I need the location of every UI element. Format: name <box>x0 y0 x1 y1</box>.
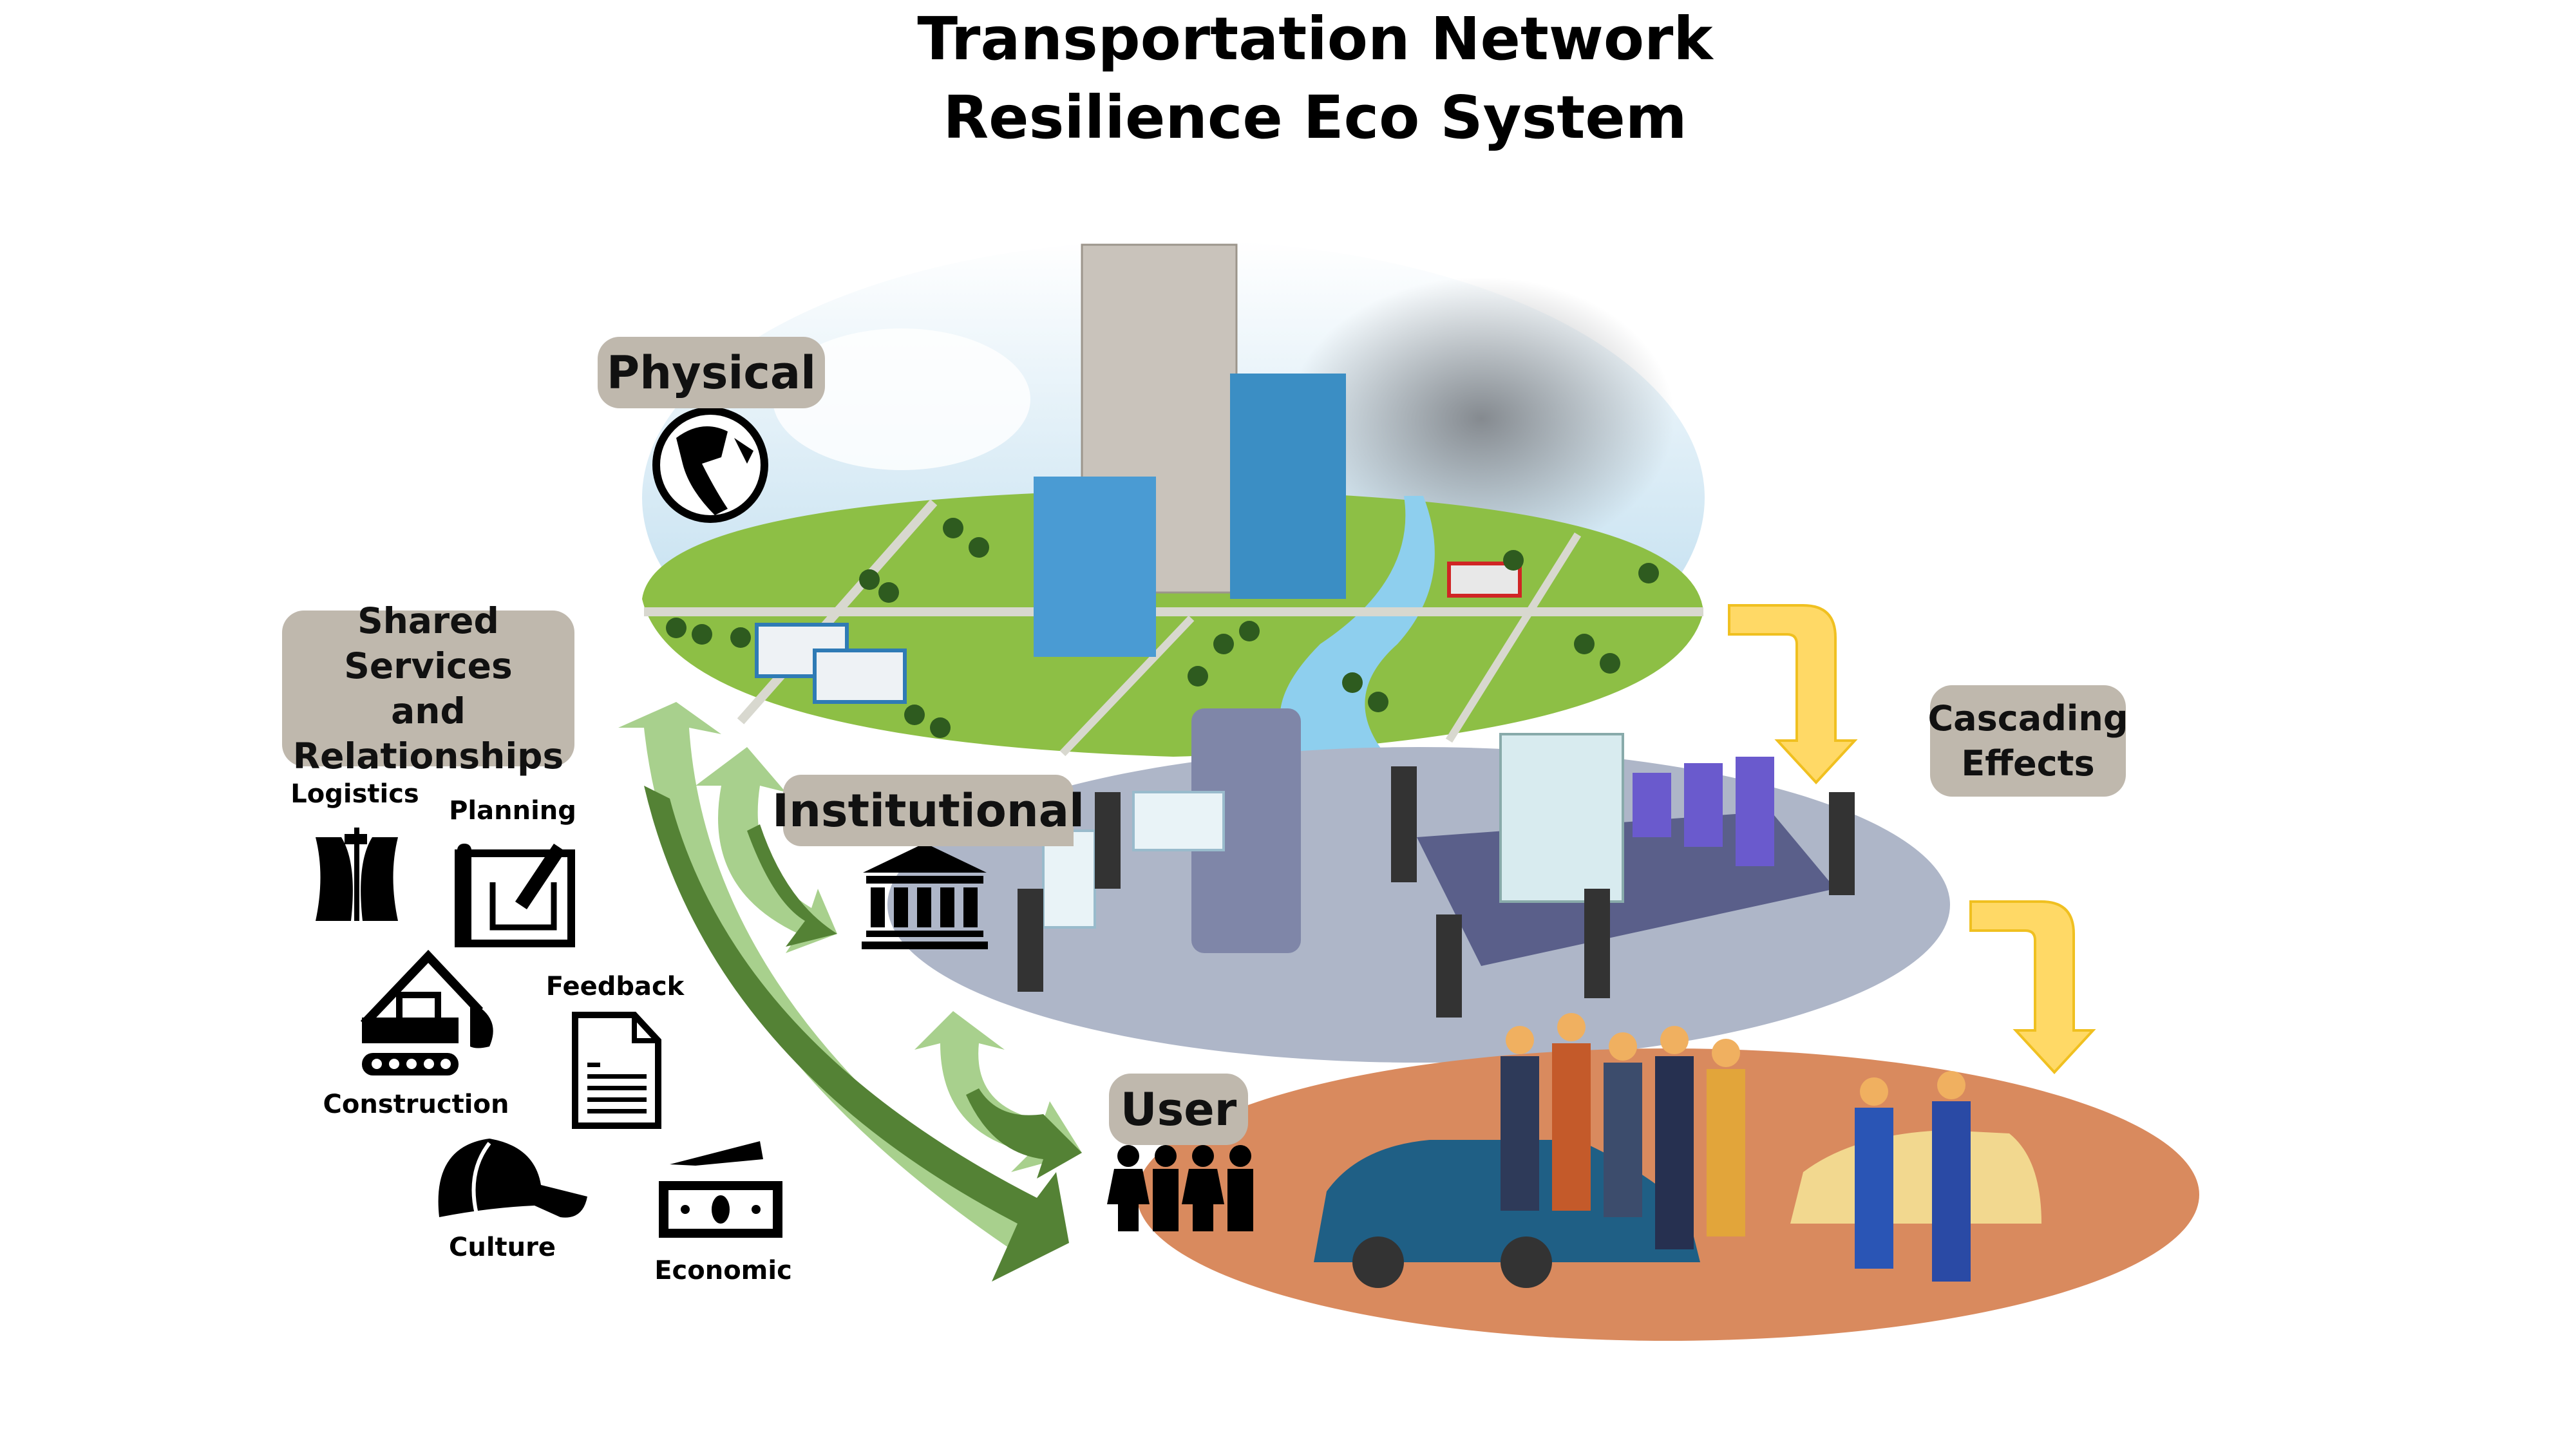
diagram-title: Transportation Network Resilience Eco Sy… <box>0 0 2576 157</box>
bar-chart-graphic <box>1633 757 1774 866</box>
arrow-physical-institutional-light <box>696 747 837 953</box>
office-tower <box>1034 477 1156 657</box>
shared-services-arrows[interactable] <box>618 702 1082 1282</box>
yellow-car <box>1790 1130 2041 1224</box>
culture-label: Culture <box>449 1233 556 1262</box>
shared-line-2: and <box>391 690 466 732</box>
planning-label: Planning <box>449 796 576 826</box>
globe-icon <box>652 407 768 523</box>
blue-tower <box>1230 374 1346 599</box>
bank-icon <box>862 843 988 949</box>
shared-line-3: Relationships <box>292 735 564 777</box>
document-icon <box>572 1012 661 1129</box>
people-group-icon <box>1107 1145 1253 1231</box>
money-icon <box>659 1141 782 1238</box>
logistics-label: Logistics <box>290 779 419 809</box>
river <box>1280 496 1435 753</box>
arrow-to-physical <box>618 702 1056 1262</box>
arrow-physical-institutional-dark <box>747 824 837 947</box>
cascading-line-2: Effects <box>1961 743 2095 784</box>
building <box>1447 562 1522 598</box>
user-label: User <box>1109 1074 1248 1145</box>
physical-label: Physical <box>598 337 825 408</box>
cascading-effects-label: Cascading Effects <box>1927 685 2128 797</box>
user-layer-disc <box>1137 1013 2199 1341</box>
trees <box>666 518 1659 738</box>
shared-line-1: Shared Services <box>344 600 513 687</box>
institutional-label: Institutional <box>772 775 1084 846</box>
warehouse <box>813 649 907 704</box>
blueprint-pencil-icon <box>455 844 575 947</box>
road-signpost-icon <box>316 828 398 921</box>
cascade-arrow-1 <box>1728 604 1858 784</box>
arrow-to-user <box>644 786 1069 1282</box>
excavator-icon <box>360 949 493 1075</box>
arrow-institutional-user-dark <box>966 1088 1082 1179</box>
feedback-label: Feedback <box>545 972 685 1001</box>
institutional-layer-disc <box>887 708 1950 1063</box>
phone-screen <box>1191 708 1301 953</box>
cascade-arrow-2 <box>1969 900 2096 1074</box>
economic-label: Economic <box>654 1256 792 1285</box>
cascading-line-1: Cascading <box>1927 697 2128 739</box>
title-line-2: Resilience Eco System <box>943 83 1687 152</box>
physical-layer-disc <box>642 240 1705 757</box>
shared-services-label: Shared Services and Relationships <box>282 600 574 777</box>
people-figures <box>1018 766 1855 1018</box>
workers-crowd <box>1501 1013 1971 1282</box>
cascading-arrows <box>1728 604 2096 1074</box>
cap-icon <box>438 1139 587 1218</box>
title-line-1: Transportation Network <box>917 5 1713 73</box>
construction-label: Construction <box>323 1090 509 1119</box>
calendar-board <box>1499 733 1624 903</box>
